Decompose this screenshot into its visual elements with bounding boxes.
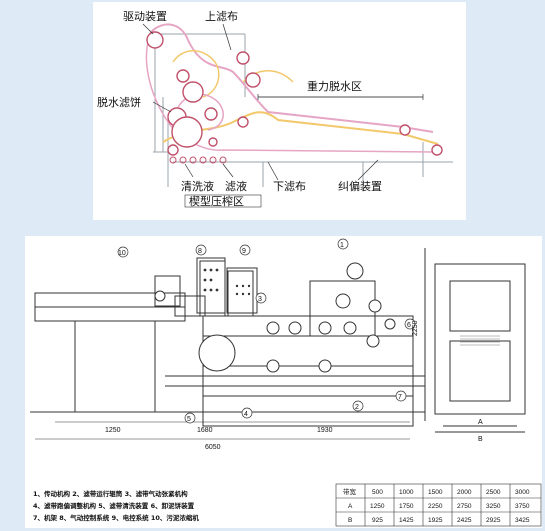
table-cell-a-1: 1250 <box>370 503 385 510</box>
process-diagram-panel: 驱动装置 上滤布 脱水滤饼 重力脱水区 清洗液 滤液 楔型压榨区 下滤布 纠偏装… <box>93 2 466 220</box>
label-correction-device: 纠偏装置 <box>338 179 382 193</box>
callout-1: 1 <box>340 242 344 249</box>
dim-b: B <box>478 436 483 443</box>
callout-2: 2 <box>355 404 359 411</box>
table-cell-b-4: 2425 <box>457 517 472 524</box>
callout-6: 6 <box>407 322 411 329</box>
table-cell-b-6: 3425 <box>515 517 530 524</box>
table-cell-b-3: 1925 <box>428 517 443 524</box>
callout-5: 5 <box>187 416 191 423</box>
table-header-4: 2000 <box>457 489 472 496</box>
wedge-zone-box <box>184 194 262 208</box>
end-view-hatch <box>460 335 500 346</box>
table-cell-a-0: A <box>348 503 353 510</box>
label-filtrate: 滤液 <box>225 179 247 193</box>
table-cell-b-1: 925 <box>372 517 383 524</box>
table-cell-a-4: 2750 <box>457 503 472 510</box>
legend-row-3: 7、机架 8、气动控制系统 9、电控系统 10、污泥浓缩机 <box>33 513 199 522</box>
callout-circles <box>117 238 416 424</box>
callout-8: 8 <box>198 248 202 255</box>
width-table-grid <box>335 483 542 527</box>
frame-lines <box>153 33 453 187</box>
dim-6050: 6050 <box>205 444 221 451</box>
callout-10: 10 <box>118 250 126 257</box>
process-diagram: 驱动装置 上滤布 脱水滤饼 重力脱水区 清洗液 滤液 楔型压榨区 下滤布 纠偏装… <box>97 10 453 208</box>
table-cell-a-6: 3750 <box>515 503 530 510</box>
machine-frame <box>30 260 425 427</box>
legend-row-1: 1、传动机构 2、滤带运行辊筒 3、滤带气动张紧机构 <box>33 489 188 498</box>
dim-1680: 1680 <box>197 427 213 434</box>
label-wash-liquid: 清洗液 <box>181 179 214 193</box>
pointer-lines <box>142 23 424 181</box>
dim-2250: 2250 <box>412 320 419 336</box>
control-cabinets <box>196 257 258 314</box>
dimension-lines <box>35 321 426 440</box>
label-upper-filter-cloth: 上滤布 <box>205 10 238 23</box>
label-gravity-zone: 重力脱水区 <box>307 79 362 93</box>
table-cell-a-2: 1750 <box>399 503 414 510</box>
table-cell-b-5: 2925 <box>486 517 501 524</box>
callout-4: 4 <box>244 411 248 418</box>
cabinet-indicators <box>203 268 251 296</box>
label-dewatered-cake: 脱水滤饼 <box>97 95 141 109</box>
label-lower-filter-cloth: 下滤布 <box>273 180 306 193</box>
dim-1250: 1250 <box>105 427 121 434</box>
table-header-6: 3000 <box>515 489 530 496</box>
legend-row-2: 4、滤带跑偏调整机构 5、滤带清洗装置 6、卸泥饼装置 <box>33 501 195 510</box>
engineering-drawing-panel: 1 2 3 4 5 6 7 8 9 10 1250 1680 1930 6050… <box>25 236 542 528</box>
label-drive-device: 驱动装置 <box>123 10 167 23</box>
table-cell-a-5: 3250 <box>486 503 501 510</box>
engineering-drawing: 1 2 3 4 5 6 7 8 9 10 1250 1680 1930 6050… <box>30 238 542 527</box>
table-header-5: 2500 <box>486 489 501 496</box>
callout-3: 3 <box>258 296 262 303</box>
width-table: 带宽 500 1000 1500 2000 2500 3000 A 1250 1… <box>343 487 530 524</box>
table-header-3: 1500 <box>428 489 443 496</box>
rollers <box>146 31 443 156</box>
end-view <box>424 248 526 433</box>
dim-1930: 1930 <box>317 427 333 434</box>
wedge-rollers <box>169 156 227 164</box>
label-wedge-zone: 楔型压榨区 <box>189 194 244 208</box>
table-header-1: 500 <box>372 489 383 496</box>
table-cell-b-2: 1425 <box>399 517 414 524</box>
callout-7: 7 <box>398 394 402 401</box>
table-cell-a-3: 2250 <box>428 503 443 510</box>
callout-9: 9 <box>242 248 246 255</box>
drawing-rollers <box>154 262 396 373</box>
table-cell-b-0: B <box>348 517 352 524</box>
table-header-2: 1000 <box>399 489 414 496</box>
table-header-0: 带宽 <box>343 487 357 496</box>
dim-a: A <box>478 419 483 426</box>
